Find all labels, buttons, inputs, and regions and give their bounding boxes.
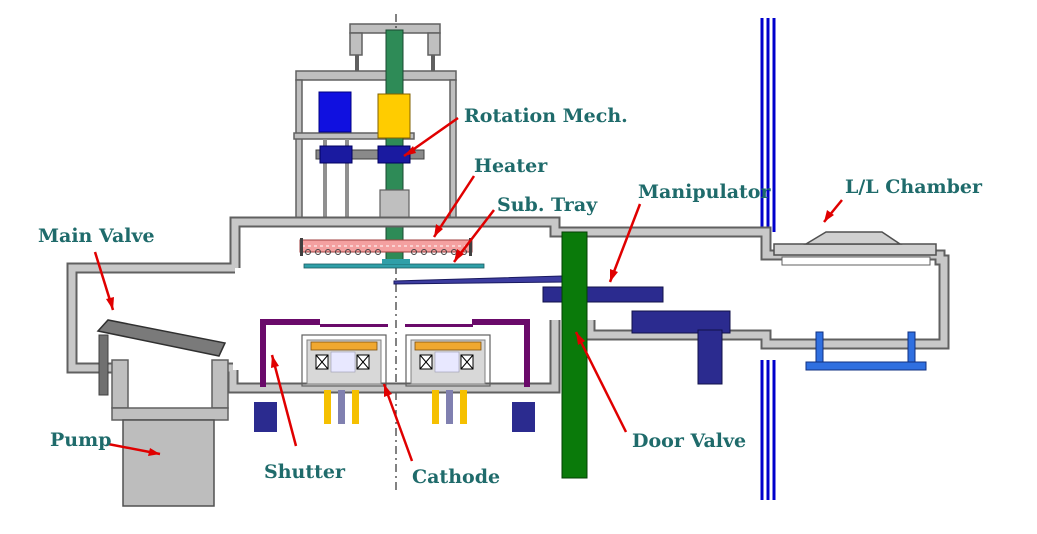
label-pump: Pump — [50, 429, 112, 451]
cathode-left — [301, 334, 387, 424]
main-valve-plate — [96, 319, 227, 357]
label-ll-chamber: L/L Chamber — [845, 176, 983, 198]
left-gear — [319, 145, 353, 164]
blue-motor — [318, 91, 352, 133]
ll-chamber-lid — [773, 231, 937, 266]
door-valve — [561, 231, 588, 479]
gear-belt — [315, 149, 425, 160]
label-arrows — [93, 116, 843, 462]
ll-stage — [805, 331, 927, 371]
label-door-valve: Door Valve — [632, 430, 746, 452]
label-shutter: Shutter — [264, 461, 346, 483]
chamber-separator-lines — [760, 18, 776, 500]
label-sub-tray: Sub. Tray — [497, 194, 598, 216]
pump-body — [122, 419, 215, 507]
substrate-tray-holder — [382, 259, 410, 264]
label-heater: Heater — [474, 155, 548, 177]
substrate-tray — [303, 263, 485, 269]
label-main-valve: Main Valve — [38, 225, 155, 247]
label-rotation-mech: Rotation Mech. — [464, 105, 628, 127]
yellow-motor — [377, 93, 411, 139]
label-cathode: Cathode — [412, 466, 500, 488]
main-chamber-wall-inner — [68, 218, 948, 392]
label-manipulator: Manipulator — [638, 181, 771, 203]
rotation-mechanism-frame — [293, 23, 457, 219]
manipulator — [393, 275, 731, 385]
cathode-right — [405, 334, 491, 424]
shaft-flange — [379, 189, 410, 219]
heater — [299, 238, 473, 256]
shutter — [254, 319, 535, 432]
